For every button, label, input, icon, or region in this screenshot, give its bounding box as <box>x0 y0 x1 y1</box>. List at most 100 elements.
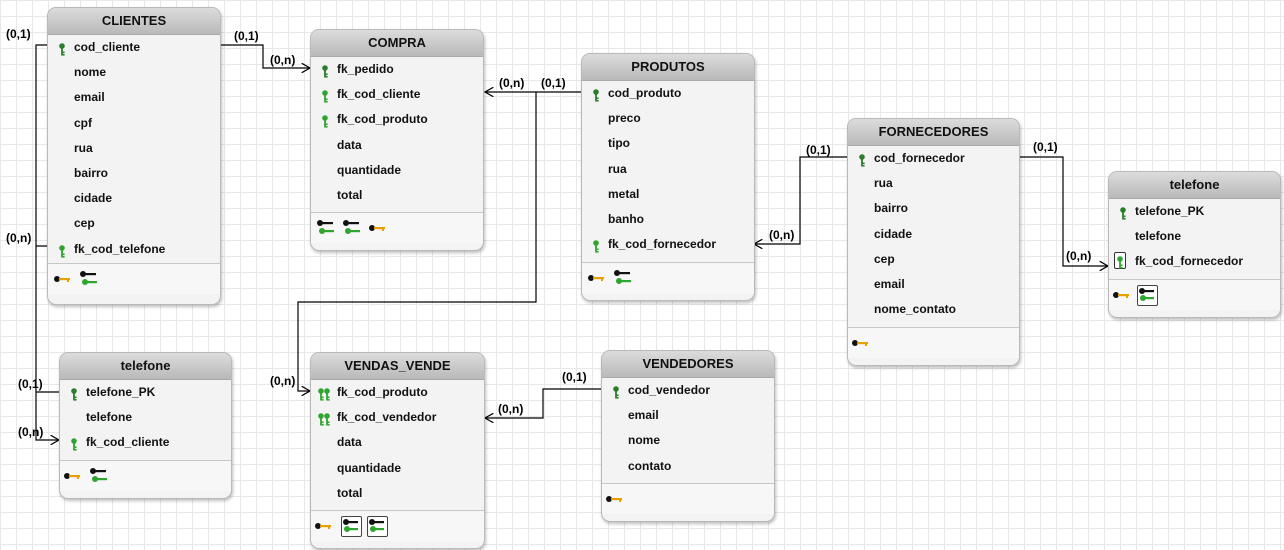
entity-telefone-fornecedor[interactable]: telefone telefone_PK telefone fk_cod_for… <box>1108 171 1281 318</box>
field-row[interactable]: contato <box>602 454 774 479</box>
line-vendedores-vendas[interactable] <box>485 388 601 418</box>
index-key-icon[interactable] <box>369 219 387 237</box>
index-key-icon[interactable] <box>64 467 82 485</box>
field-name: fk_cod_telefone <box>74 241 166 256</box>
entity-compra[interactable]: COMPRA fk_pedido fk_cod_cliente fk_cod_p… <box>310 29 484 251</box>
field-name: total <box>337 187 363 202</box>
field-row[interactable]: fk_cod_cliente <box>60 430 231 455</box>
field-name: data <box>337 435 362 450</box>
index-footer <box>60 459 231 491</box>
field-name: email <box>628 408 659 423</box>
unique-foreign-index-icon[interactable] <box>1137 284 1158 306</box>
field-row[interactable]: fk_cod_fornecedor <box>582 232 754 257</box>
field-row[interactable]: fk_cod_produto <box>311 107 483 132</box>
cardinality-label: (0,1) <box>6 27 31 41</box>
field-row[interactable]: email <box>602 403 774 428</box>
line-clientes-telefone[interactable] <box>35 44 59 440</box>
entity-telefone-cliente[interactable]: telefone telefone_PK telefone fk_cod_cli… <box>59 352 232 499</box>
foreign-key-icon <box>71 436 79 451</box>
field-row[interactable]: fk_cod_produto <box>311 380 484 405</box>
field-row[interactable]: cep <box>48 211 220 236</box>
field-name: bairro <box>874 201 909 216</box>
field-row[interactable]: bairro <box>848 196 1019 221</box>
field-row[interactable]: cpf <box>48 111 220 136</box>
index-footer <box>1109 278 1280 310</box>
field-row[interactable]: rua <box>48 136 220 161</box>
index-footer <box>848 327 1019 359</box>
field-name: telefone <box>86 410 133 425</box>
entity-vendas-vende[interactable]: VENDAS_VENDE fk_cod_produto fk_cod_vende… <box>310 352 485 549</box>
cardinality-label: (0,n) <box>769 228 795 242</box>
cardinality-label: (0,1) <box>562 370 587 384</box>
entity-produtos[interactable]: PRODUTOS cod_produto preco tipo rua meta… <box>581 53 755 301</box>
composite-key-icon <box>318 411 330 426</box>
field-row[interactable]: fk_cod_telefone <box>48 237 220 262</box>
field-name: cod_produto <box>608 86 682 100</box>
cardinality-label: (0,n) <box>1066 249 1092 263</box>
field-name: quantidade <box>337 460 402 475</box>
foreign-key-icon <box>1114 252 1126 270</box>
index-footer <box>311 509 484 541</box>
foreign-index-icon[interactable] <box>317 219 335 237</box>
index-key-icon[interactable] <box>54 270 72 288</box>
field-row[interactable]: rua <box>848 171 1019 196</box>
field-row[interactable]: nome_contato <box>848 297 1019 322</box>
index-key-icon[interactable] <box>588 269 606 287</box>
line-clientes-compra[interactable] <box>219 44 310 68</box>
field-row[interactable]: fk_pedido <box>311 57 483 82</box>
field-name: rua <box>608 161 627 176</box>
index-key-icon[interactable] <box>852 334 870 352</box>
foreign-index-icon[interactable] <box>90 467 108 485</box>
field-row[interactable]: banho <box>582 207 754 232</box>
index-key-icon[interactable] <box>1113 286 1131 304</box>
unique-foreign-index-icon[interactable] <box>341 515 362 537</box>
field-row[interactable]: fk_cod_fornecedor <box>1109 249 1280 274</box>
field-row[interactable]: email <box>848 272 1019 297</box>
field-row[interactable]: fk_cod_cliente <box>311 82 483 107</box>
line-produtos-vendas[interactable] <box>297 92 537 391</box>
line-fornecedores-telefone[interactable] <box>1018 156 1108 266</box>
field-row[interactable]: rua <box>582 157 754 182</box>
unique-foreign-index-icon[interactable] <box>367 515 388 537</box>
index-key-icon[interactable] <box>315 517 333 535</box>
cardinality-label: (0,1) <box>541 76 566 90</box>
field-row[interactable]: total <box>311 183 483 208</box>
field-row[interactable]: nome <box>48 60 220 85</box>
field-name: nome <box>628 433 661 448</box>
field-row[interactable]: telefone_PK <box>1109 199 1280 224</box>
field-row[interactable]: quantidade <box>311 456 484 481</box>
field-row[interactable]: preco <box>582 106 754 131</box>
field-row[interactable]: nome <box>602 428 774 453</box>
field-row[interactable]: cidade <box>48 186 220 211</box>
field-row[interactable]: cod_produto <box>582 81 754 106</box>
field-row[interactable]: bairro <box>48 161 220 186</box>
line-fornecedores-produtos[interactable] <box>754 156 847 244</box>
field-name: cep <box>874 251 895 266</box>
field-row[interactable]: cep <box>848 247 1019 272</box>
field-row[interactable]: cidade <box>848 222 1019 247</box>
field-row[interactable]: telefone_PK <box>60 380 231 405</box>
foreign-index-icon[interactable] <box>80 270 98 288</box>
foreign-index-icon[interactable] <box>614 269 632 287</box>
field-row[interactable]: data <box>311 430 484 455</box>
index-key-icon[interactable] <box>606 490 624 508</box>
field-row[interactable]: quantidade <box>311 158 483 183</box>
field-row[interactable]: cod_cliente <box>48 35 220 60</box>
entity-fornecedores[interactable]: FORNECEDORES cod_fornecedor rua bairro c… <box>847 118 1020 366</box>
cardinality-label: (0,1) <box>234 29 259 43</box>
field-row[interactable]: metal <box>582 182 754 207</box>
field-row[interactable]: email <box>48 85 220 110</box>
field-row[interactable]: total <box>311 481 484 506</box>
field-row[interactable]: cod_fornecedor <box>848 146 1019 171</box>
field-row[interactable]: cod_vendedor <box>602 378 774 403</box>
field-row[interactable]: data <box>311 133 483 158</box>
entity-vendedores[interactable]: VENDEDORES cod_vendedor email nome conta… <box>601 350 775 522</box>
field-row[interactable]: telefone <box>1109 224 1280 249</box>
field-row[interactable]: fk_cod_vendedor <box>311 405 484 430</box>
field-name: cidade <box>874 226 913 241</box>
field-row[interactable]: tipo <box>582 131 754 156</box>
field-name: quantidade <box>337 162 402 177</box>
foreign-index-icon[interactable] <box>343 219 361 237</box>
entity-clientes[interactable]: CLIENTES cod_cliente nome email cpf rua … <box>47 7 221 305</box>
field-row[interactable]: telefone <box>60 405 231 430</box>
